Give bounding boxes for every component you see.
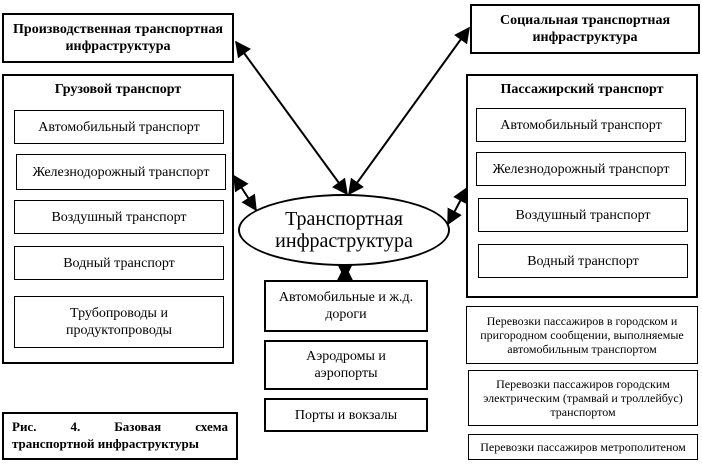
passenger-item-label: Водный транспорт	[527, 253, 639, 269]
caption-word: схема	[195, 419, 228, 434]
cargo-item-rail: Железнодорожный транспорт	[16, 154, 226, 190]
cargo-item-label: Автомобильный транспорт	[38, 119, 200, 135]
caption-word: Рис.	[12, 419, 37, 434]
social-infrastructure-label: Социальная транспортная инфраструктура	[499, 13, 671, 45]
arrow-cargo-center	[233, 174, 257, 212]
cargo-item-label: Воздушный транспорт	[51, 209, 187, 225]
cargo-item-label: Водный транспорт	[63, 255, 175, 271]
service-label: Перевозки пассажиров метрополитеном	[480, 440, 686, 454]
production-infrastructure-box: Производственная транспортная инфраструк…	[2, 13, 234, 63]
service-urban-auto: Перевозки пассажиров в городском и приго…	[466, 306, 698, 364]
caption-line-2: транспортной инфраструктуры	[12, 436, 199, 451]
facility-ports: Порты и вокзалы	[264, 398, 428, 432]
facility-airports: Аэродромы и аэропорты	[264, 340, 428, 390]
service-label: Перевозки пассажиров в городском и приго…	[480, 314, 684, 356]
arrow-social-center	[348, 26, 470, 196]
passenger-item-auto: Автомобильный транспорт	[476, 108, 686, 142]
arrow-production-center	[235, 40, 348, 196]
service-label: Перевозки пассажиров городским электриче…	[483, 377, 683, 419]
caption-word: 4.	[70, 419, 81, 434]
cargo-item-air: Воздушный транспорт	[14, 200, 224, 234]
caption-word: Базовая	[114, 419, 162, 434]
passenger-item-air: Воздушный транспорт	[478, 198, 688, 232]
transport-infrastructure-ellipse: Транспортная инфраструктура	[238, 194, 450, 266]
arrow-passenger-center	[447, 186, 468, 226]
service-electric: Перевозки пассажиров городским электриче…	[468, 370, 698, 426]
cargo-item-label: Трубопроводы и продуктопроводы	[66, 306, 172, 338]
cargo-item-auto: Автомобильный транспорт	[14, 110, 224, 144]
social-infrastructure-box: Социальная транспортная инфраструктура	[470, 4, 700, 54]
cargo-item-water: Водный транспорт	[14, 246, 224, 280]
passenger-item-rail: Железнодорожный транспорт	[476, 152, 686, 186]
facility-label: Порты и вокзалы	[294, 407, 398, 423]
cargo-item-pipelines: Трубопроводы и продуктопроводы	[14, 296, 224, 348]
passenger-transport-title: Пассажирский транспорт	[500, 82, 664, 97]
production-infrastructure-label: Производственная транспортная инфраструк…	[13, 22, 223, 54]
transport-infrastructure-label: Транспортная инфраструктура	[275, 208, 413, 252]
service-metro: Перевозки пассажиров метрополитеном	[468, 434, 698, 460]
figure-caption: Рис. 4. Базовая схема транспортной инфра…	[2, 412, 238, 460]
passenger-item-water: Водный транспорт	[478, 244, 688, 278]
facility-label: Аэродромы и аэропорты	[306, 349, 386, 381]
facility-roads: Автомобильные и ж.д. дороги	[264, 280, 428, 332]
facility-label: Автомобильные и ж.д. дороги	[278, 290, 414, 322]
cargo-transport-title: Грузовой транспорт	[54, 82, 182, 97]
passenger-item-label: Железнодорожный транспорт	[492, 161, 670, 177]
cargo-item-label: Железнодорожный транспорт	[32, 164, 210, 180]
caption-line-1: Рис. 4. Базовая схема	[12, 418, 228, 435]
passenger-item-label: Воздушный транспорт	[515, 207, 651, 223]
passenger-item-label: Автомобильный транспорт	[500, 117, 662, 133]
